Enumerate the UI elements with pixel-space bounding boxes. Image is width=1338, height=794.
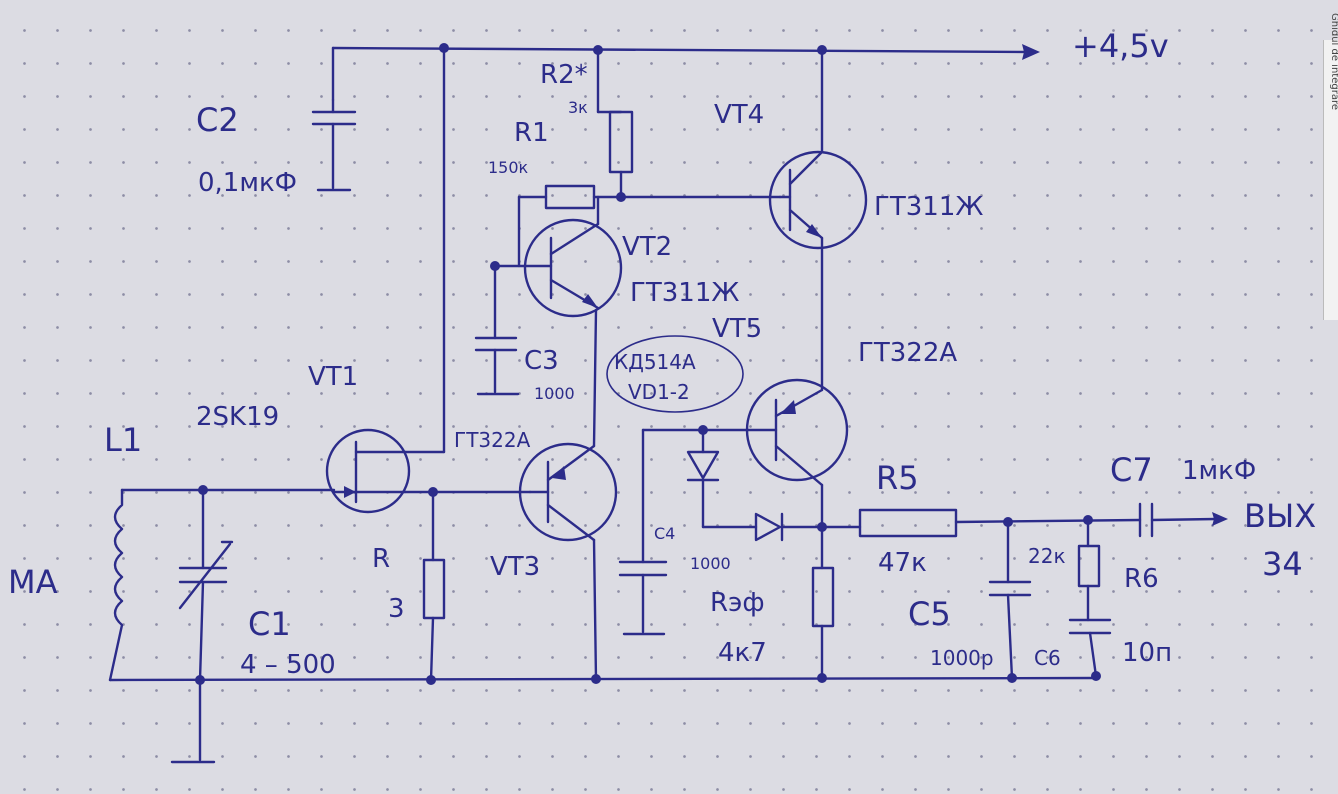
r-value: 3 <box>388 594 405 624</box>
c2-name: C2 <box>196 101 239 139</box>
r-name: R <box>372 544 391 574</box>
c7-name: C7 <box>1110 451 1153 489</box>
resistor-r5 <box>858 508 1142 538</box>
r1-value: 150к <box>488 158 529 177</box>
r2-value: 3к <box>568 98 588 117</box>
transistor-vt1 <box>325 428 411 514</box>
vt2-name: VT2 <box>622 232 673 262</box>
resistor-rex <box>811 566 835 680</box>
c4-value: 1000 <box>690 554 731 573</box>
c1-name: C1 <box>248 605 291 643</box>
diode-group-outline <box>606 335 744 413</box>
transistor-vt4 <box>768 46 868 392</box>
supply-label: +4,5v <box>1072 27 1169 65</box>
c6-name: C6 <box>1034 646 1061 670</box>
wire-vt1-drain <box>403 46 446 454</box>
capacitor-c3 <box>474 264 520 396</box>
junction-dots <box>195 43 1101 685</box>
vt4-part: ГТ311Ж <box>874 192 984 222</box>
c3-value: 1000 <box>534 384 575 403</box>
r5-name: R5 <box>876 459 919 497</box>
edge-text: Ghidul de integrare <box>1329 12 1338 110</box>
r6-value: 22к <box>1028 544 1066 568</box>
transistor-vt3 <box>518 308 618 682</box>
diode-vd2 <box>701 512 862 542</box>
vt3-part: ГТ322А <box>454 428 531 452</box>
output-label: ВЫХ <box>1244 497 1317 535</box>
c1-value: 4 – 500 <box>240 650 336 680</box>
c4-name: C4 <box>654 524 676 543</box>
capacitor-c5 <box>988 520 1032 680</box>
vt1-part: 2SK19 <box>196 402 280 432</box>
resistor-r6 <box>1077 518 1101 622</box>
vt3-name: VT3 <box>490 552 541 582</box>
c2-value: 0,1мкФ <box>198 168 298 198</box>
resistor-r <box>403 490 532 682</box>
capacitor-c4 <box>618 428 668 636</box>
resistor-r2 <box>596 46 634 199</box>
r2-name: R2* <box>540 60 588 90</box>
r5-value: 47к <box>878 548 927 578</box>
vd-name: VD1-2 <box>628 380 690 404</box>
diode-vd1 <box>686 428 720 529</box>
antenna-label: MA <box>8 563 58 601</box>
capacitor-c6 <box>1068 618 1112 678</box>
transistor-vt2 <box>493 195 623 318</box>
r6-name: R6 <box>1124 564 1159 594</box>
c5-value: 1000р <box>930 646 994 670</box>
c5-name: C5 <box>908 595 951 633</box>
output-sublabel: 34 <box>1262 545 1303 583</box>
rex-value: 4к7 <box>718 638 767 668</box>
vt5-name: VT5 <box>712 314 763 344</box>
vt1-name: VT1 <box>308 362 359 392</box>
supply-rail <box>331 44 1040 102</box>
vd-part: КД514А <box>614 350 696 374</box>
c7-value: 1мкФ <box>1182 456 1257 486</box>
capacitor-c7 <box>1138 502 1228 538</box>
c6-value: 10п <box>1122 638 1173 668</box>
capacitor-c2 <box>311 98 357 192</box>
r1-name: R1 <box>514 118 549 148</box>
vt2-part: ГТ311Ж <box>630 278 740 308</box>
rex-name: Rэф <box>710 588 765 618</box>
inductor-l1 <box>108 488 1100 682</box>
vt5-part: ГТ322А <box>858 338 958 368</box>
vt4-name: VT4 <box>714 100 765 130</box>
c3-name: C3 <box>524 346 559 376</box>
l1-label: L1 <box>104 421 143 459</box>
capacitor-c1 <box>170 488 234 764</box>
notebook-edge: Ghidul de integrare <box>1323 13 1338 320</box>
